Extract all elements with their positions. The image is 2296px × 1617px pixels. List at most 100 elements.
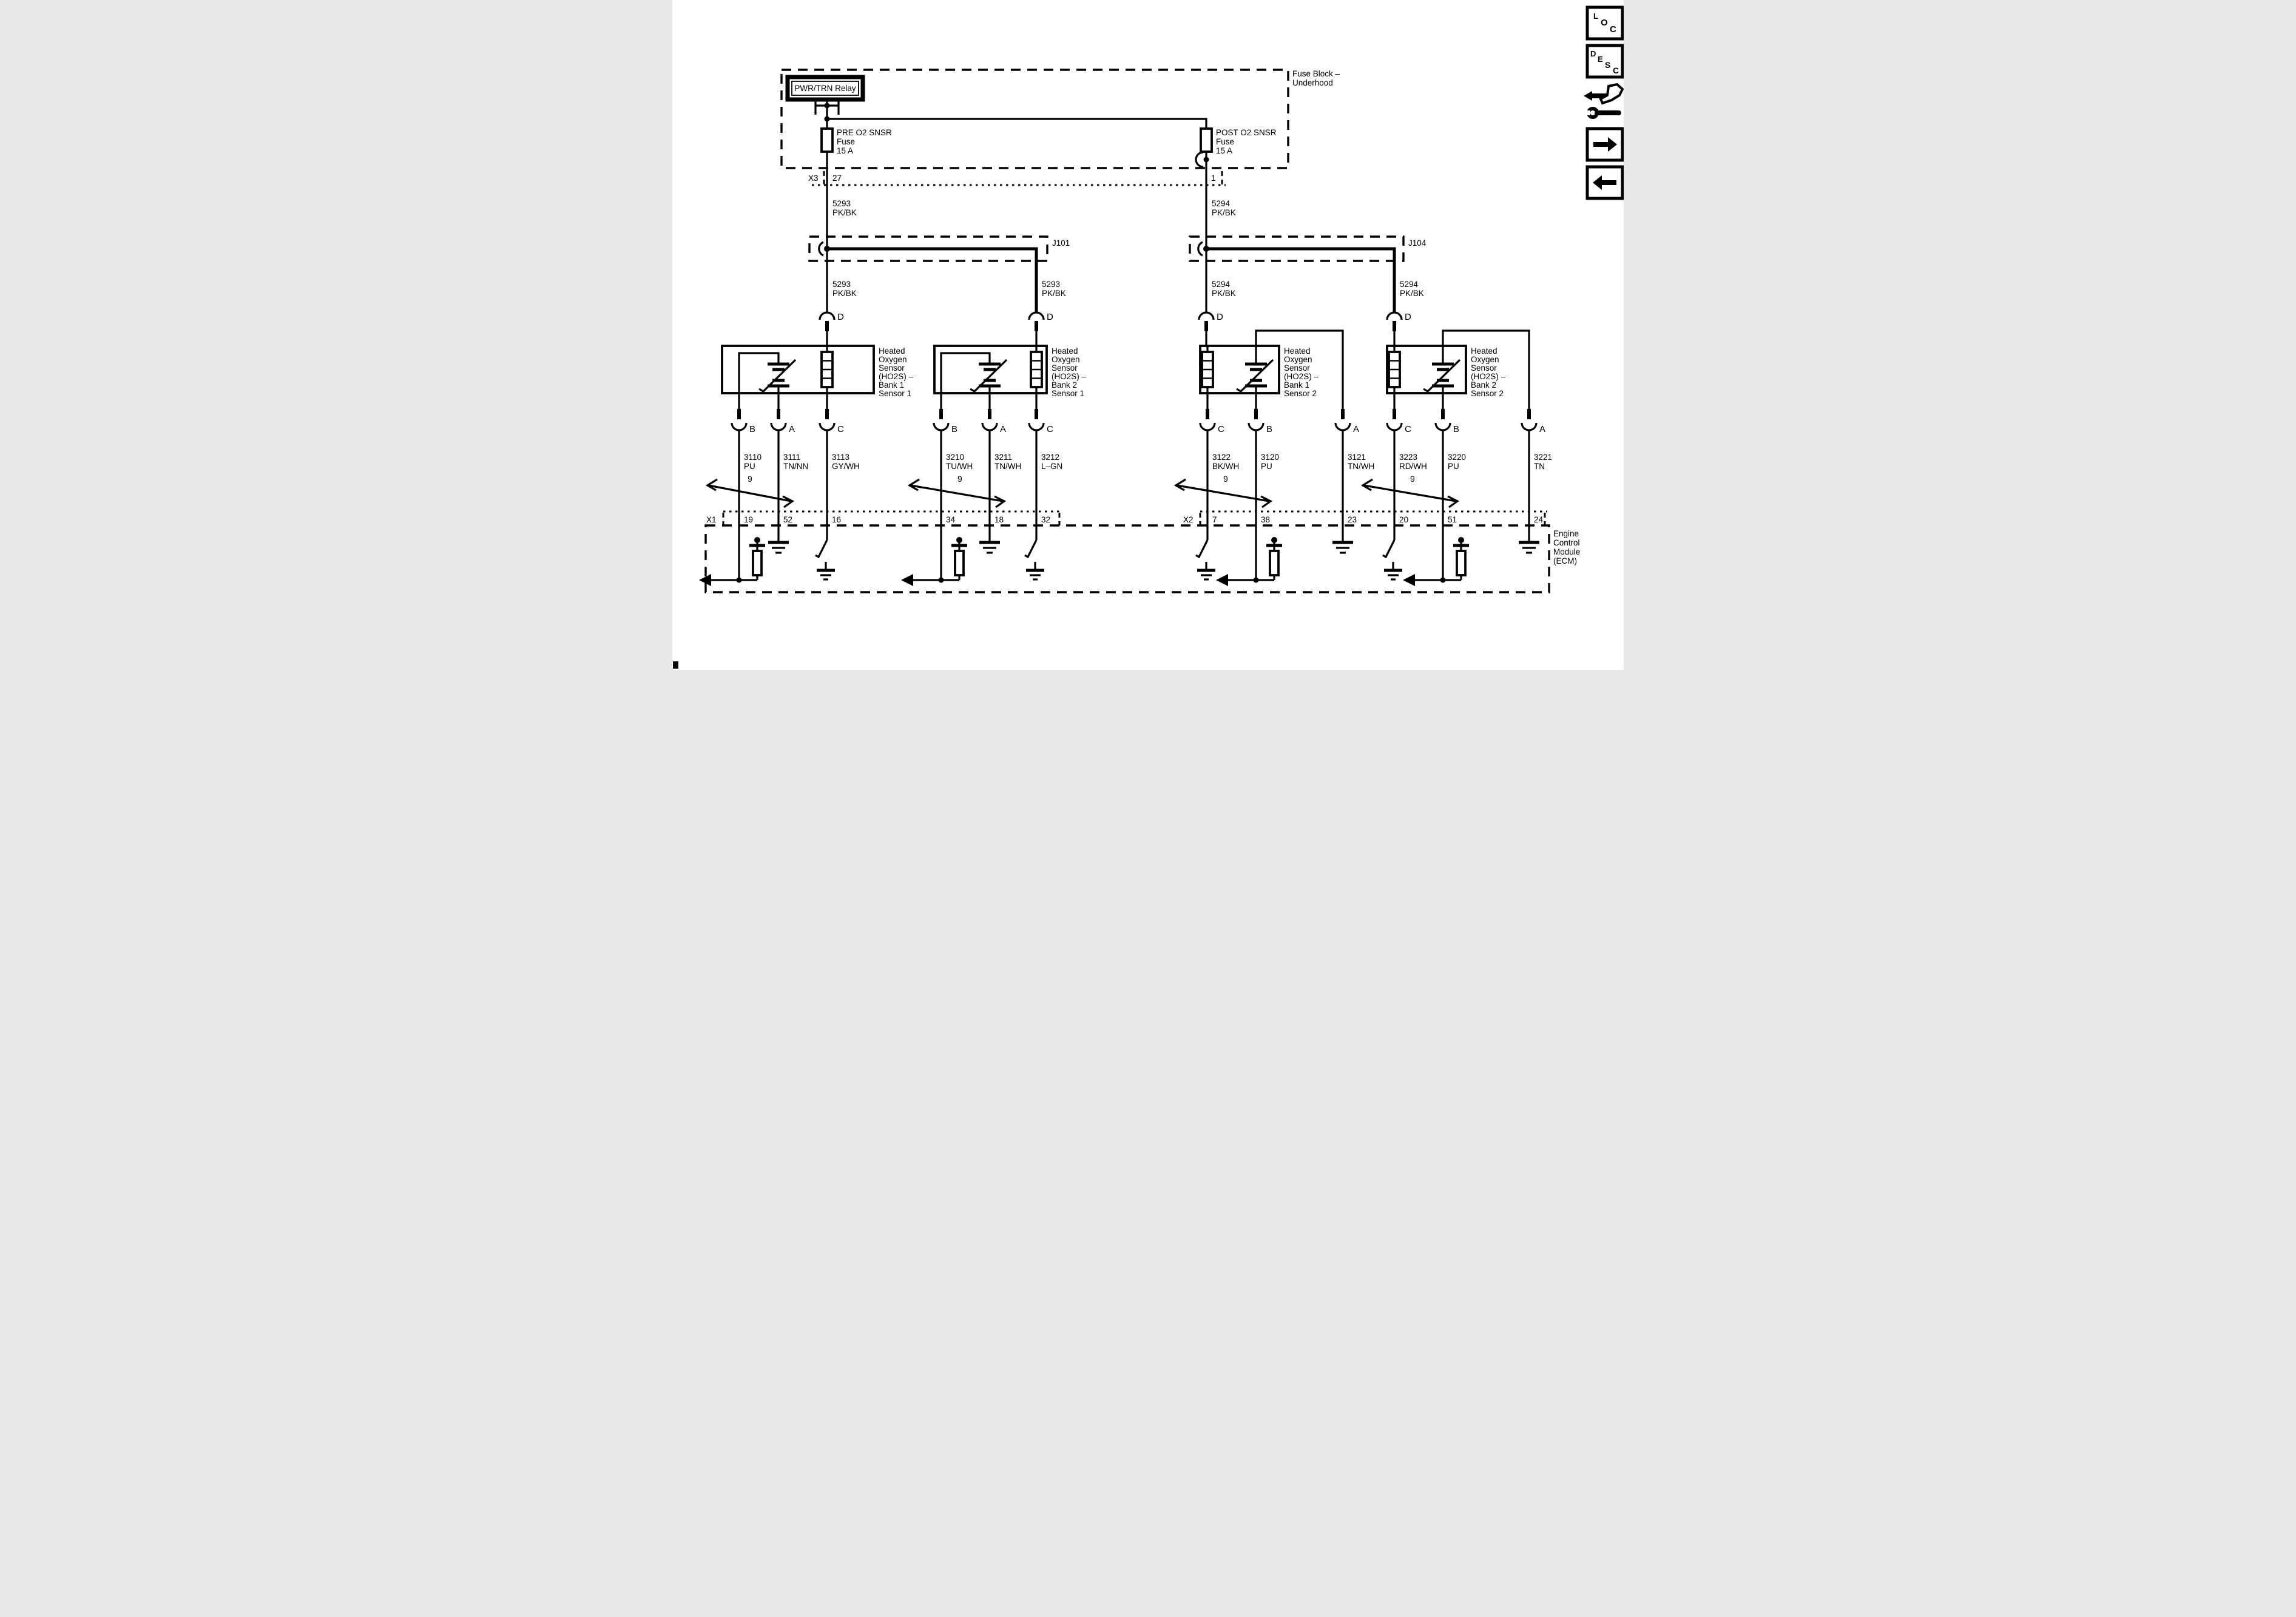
ecm-input-unit	[901, 525, 967, 586]
d-connector: D	[1028, 311, 1053, 346]
pin-letter: A	[1000, 424, 1006, 434]
pin-letter: A	[1539, 424, 1545, 434]
wiring-diagram: Fuse Block – Underhood PWR/TRN Relay PRE…	[673, 5, 1624, 669]
sensor-label: Sensor 1	[879, 389, 911, 398]
side-toolbar: L O C D E S C	[1584, 5, 1624, 200]
pin-letter: C	[1218, 424, 1224, 434]
pre-fuse-rating: 15 A	[837, 146, 853, 155]
sensor-label: Sensor	[1284, 363, 1310, 373]
sensor-label: Sensor 1	[1052, 389, 1084, 398]
splice-icon	[1197, 241, 1203, 257]
circuit-label: 3110	[744, 453, 761, 462]
pin-connector: B	[1248, 409, 1272, 525]
connector-row-x1: X1 19 52 16 34 18 32	[706, 510, 1062, 525]
back-button[interactable]	[1585, 165, 1624, 200]
hand-wrench-icon[interactable]	[1584, 83, 1624, 119]
twisted-pair-number: 9	[1223, 474, 1228, 484]
pin-connector: A	[770, 409, 795, 525]
twisted-pair-number: 9	[748, 474, 752, 484]
connector-row-x2: X2 7 38 23 20 51 24	[1183, 510, 1547, 525]
circuit-label: TN/NN	[783, 462, 808, 471]
heater-icon	[1388, 346, 1401, 409]
left-arrow-icon	[1602, 180, 1616, 185]
circuit-label: TN/WH	[994, 462, 1021, 471]
pin-letter: D	[1047, 312, 1053, 322]
pin-letter: B	[749, 424, 755, 434]
circuit-label: BK/WH	[1212, 462, 1239, 471]
circuit-label: L–GN	[1041, 462, 1062, 471]
ecm-pin-number: 18	[994, 515, 1004, 524]
connector-row-x3: X3 27 1	[808, 171, 1226, 186]
sensor-label: Sensor 2	[1471, 389, 1504, 398]
ecm-switch-ground	[815, 525, 835, 581]
d-connector: D	[1198, 311, 1223, 346]
j101-branch	[827, 247, 1038, 312]
circuit-5294-color: PK/BK	[1212, 208, 1236, 217]
circuit-label: 3211	[994, 453, 1012, 462]
desc-button[interactable]: D E S C	[1585, 44, 1624, 79]
desc-letter: D	[1590, 49, 1596, 58]
pin-connector: B	[933, 409, 957, 525]
engine-control-module: Engine Control Module (ECM)	[699, 524, 1580, 593]
sensor-label: Bank 2	[1471, 380, 1496, 390]
ecm-input-unit	[699, 525, 765, 586]
circuit-label: TN/WH	[1348, 462, 1374, 471]
supply-wires: 5293 PK/BK 5294 PK/BK J101 J104 5293 PK/…	[808, 152, 1427, 312]
loc-letter: O	[1601, 18, 1608, 28]
ecm-label: Module	[1553, 547, 1580, 556]
circuit-label: GY/WH	[832, 462, 860, 471]
pin-letter: B	[1453, 424, 1459, 434]
circuit-label: PK/BK	[832, 289, 857, 298]
ecm-ground-icon	[1332, 525, 1353, 554]
circuit-label: PU	[1261, 462, 1272, 471]
sensor-label: Bank 1	[879, 380, 904, 390]
sensor-label: Bank 2	[1052, 380, 1077, 390]
ecm-pin-number: 51	[1448, 515, 1457, 524]
sensor-label: Sensor 2	[1284, 389, 1317, 398]
pin-letter: D	[1217, 312, 1223, 322]
sensor-label: (HO2S) –	[1052, 372, 1087, 381]
circuit-label: 3111	[783, 453, 800, 462]
fuse-block-underhood: Fuse Block – Underhood PWR/TRN Relay PRE…	[780, 69, 1340, 169]
pre-fuse-type: Fuse	[837, 137, 855, 146]
ecm-input-unit	[1403, 525, 1469, 586]
d-connector: D	[819, 311, 844, 346]
junction-j104: J104	[1189, 235, 1427, 312]
circuit-label: 3221	[1534, 453, 1552, 462]
pin-connector: B	[1434, 409, 1459, 525]
post-fuse-rating: 15 A	[1216, 146, 1232, 155]
pin-letter: D	[1405, 312, 1411, 322]
connector-x2-label: X2	[1183, 515, 1194, 524]
twisted-pair-icon: 9	[1360, 474, 1460, 508]
pin-connector: A	[981, 409, 1006, 525]
battery-icon	[1423, 359, 1461, 393]
desc-letter: S	[1605, 60, 1610, 70]
sensor-label: (HO2S) –	[1284, 372, 1319, 381]
next-button[interactable]	[1585, 127, 1624, 162]
circuit-label: TN	[1534, 462, 1545, 471]
connector-x3-label: X3	[808, 174, 819, 183]
loc-button[interactable]: L O C	[1585, 5, 1624, 41]
ecm-switch-ground	[1024, 525, 1044, 581]
junction-j101: J101	[808, 235, 1070, 312]
ecm-ground-icon	[1519, 525, 1539, 554]
twisted-pair-number: 9	[957, 474, 962, 484]
sensor-label: Heated	[1052, 346, 1078, 356]
ho2s-bank1-sensor1: Heated Oxygen Sensor (HO2S) – Bank 1 Sen…	[705, 345, 914, 525]
circuit-label: 3223	[1399, 453, 1417, 462]
loc-letter: C	[1610, 24, 1616, 35]
desc-letter: C	[1613, 66, 1619, 75]
sensor-label: Bank 1	[1284, 380, 1309, 390]
ecm-pin-number: 34	[946, 515, 956, 524]
circuit-label: RD/WH	[1399, 462, 1427, 471]
connector-x1-label: X1	[706, 515, 717, 524]
circuit-label: 5293	[832, 280, 851, 289]
ecm-pin-number: 20	[1399, 515, 1408, 524]
clip-icon	[1195, 151, 1204, 168]
post-o2-snsr-fuse: POST O2 SNSR Fuse 15 A	[1195, 127, 1277, 168]
ecm-border	[704, 524, 1550, 593]
battery-icon	[1236, 359, 1274, 393]
battery-icon	[970, 359, 1008, 393]
desc-letter: E	[1598, 55, 1603, 64]
sensor-label: (HO2S) –	[879, 372, 914, 381]
